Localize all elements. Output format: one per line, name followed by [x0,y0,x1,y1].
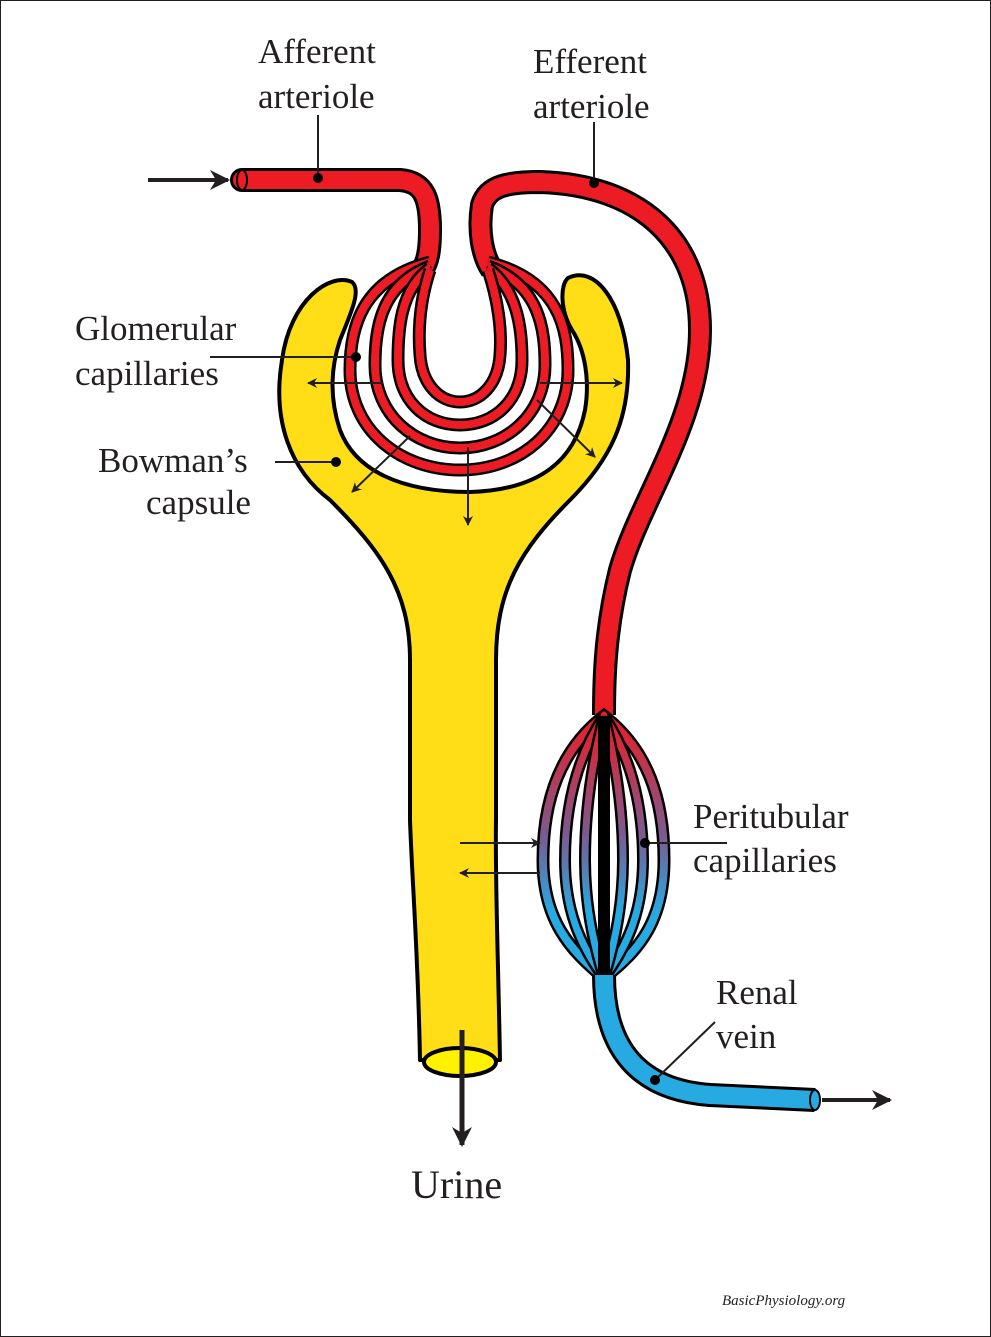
renal-vein-leader [654,1021,716,1081]
glomerular-label-line1: Glomerular [75,309,237,348]
afferent-label-line1: Afferent [258,32,376,71]
bowman-dot [331,457,341,467]
afferent-label-line2: arteriole [258,77,375,116]
renal-vein-label-line1: Renal [716,973,798,1012]
peritubular-dot [640,838,650,848]
source-credit: BasicPhysiology.org [722,1293,846,1309]
bowmans-capsule-and-tubule [277,273,631,1062]
efferent-arteriole [468,169,713,716]
bowman-label-line2: capsule [146,483,251,522]
glomerular-capillaries [343,255,575,477]
peritubular-label-line1: Peritubular [693,797,849,836]
peritubular-label-line2: capillaries [693,841,837,880]
renal-vein [592,974,821,1112]
renal-vein-dot [650,1075,660,1085]
efferent-label-line1: Efferent [533,42,647,81]
urine-label: Urine [411,1162,502,1207]
filtration-arrows [307,378,623,526]
glomerular-label-line2: capillaries [75,354,219,393]
efferent-dot [589,178,599,188]
afferent-dot [313,173,323,183]
renal-vein-label-line2: vein [716,1017,776,1056]
afferent-arteriole [230,168,443,282]
glomerular-dot [351,352,361,362]
efferent-label-line2: arteriole [533,87,650,126]
bowman-label-line1: Bowman’s [98,441,248,480]
